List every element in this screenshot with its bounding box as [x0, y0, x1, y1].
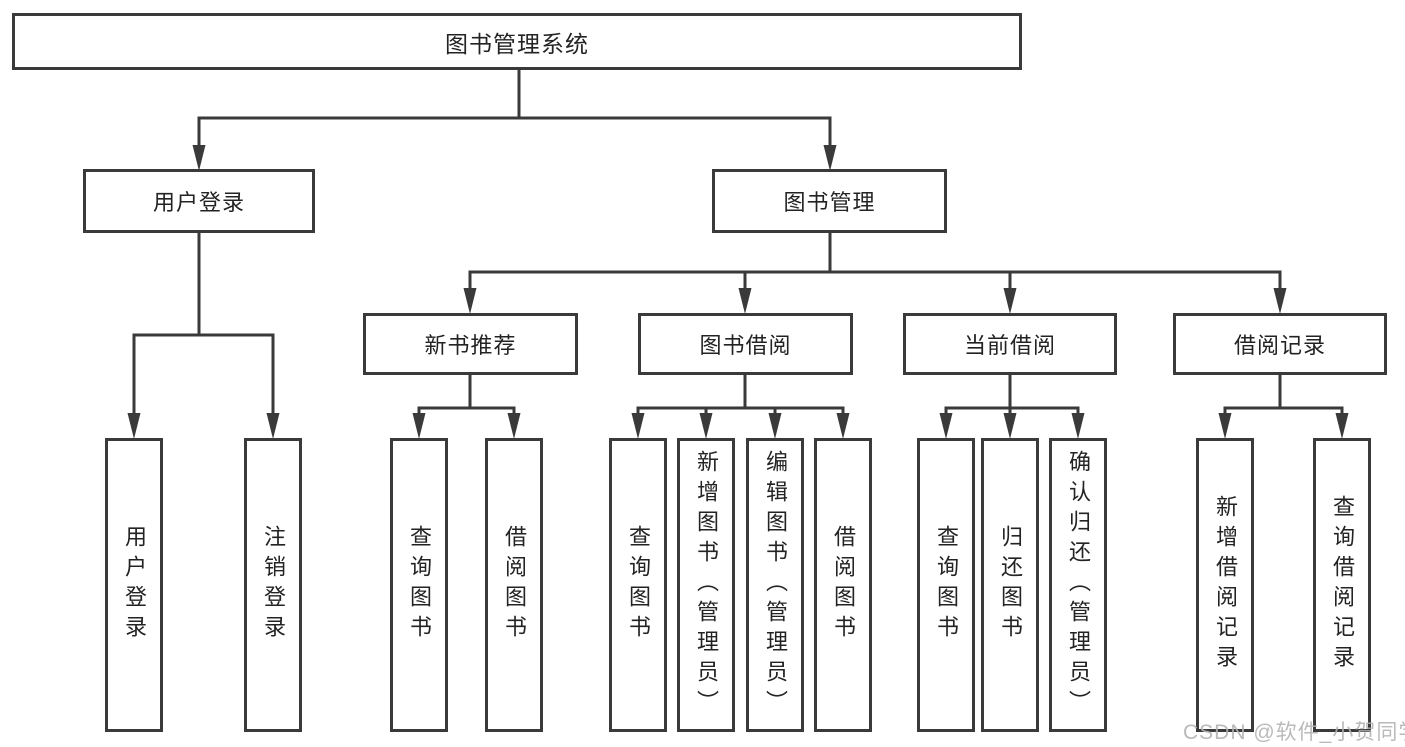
leaf-query-books-1: 查询图书 [390, 438, 448, 732]
leaf-query-borrow-record: 查询借阅记录 [1313, 438, 1371, 732]
edge-new-book-to-leaves [412, 375, 521, 439]
node-library-system: 图书管理系统 [12, 13, 1022, 70]
leaf-return-books: 归还图书 [981, 438, 1039, 732]
edge-book-mgmt-to-level3 [463, 233, 1287, 314]
leaf-logout: 注销登录 [244, 438, 302, 732]
node-book-management: 图书管理 [712, 169, 947, 233]
csdn-watermark: CSDN @软件_小贺同学 [1183, 721, 1405, 744]
leaf-confirm-return-admin: 确认归还（管理员） [1049, 438, 1107, 732]
node-book-borrowing: 图书借阅 [638, 313, 853, 375]
edge-borrow-record-to-leaves [1218, 375, 1349, 439]
leaf-user-login: 用户登录 [105, 438, 163, 732]
node-user-login: 用户登录 [83, 169, 315, 233]
edge-current-borrow-to-leaves [939, 375, 1085, 439]
leaf-edit-books-admin: 编辑图书（管理员） [746, 438, 804, 732]
leaf-query-books-3: 查询图书 [917, 438, 975, 732]
edge-book-borrow-to-leaves [631, 375, 850, 439]
leaf-add-books-admin: 新增图书（管理员） [677, 438, 735, 732]
node-current-borrowing: 当前借阅 [903, 313, 1117, 375]
leaf-borrow-books-2: 借阅图书 [814, 438, 872, 732]
leaf-query-books-2: 查询图书 [609, 438, 667, 732]
leaf-borrow-books-1: 借阅图书 [485, 438, 543, 732]
leaf-add-borrow-record: 新增借阅记录 [1196, 438, 1254, 732]
edge-root-to-level2 [192, 70, 837, 171]
edge-user-login-to-leaves [127, 233, 280, 439]
node-borrowing-records: 借阅记录 [1173, 313, 1387, 375]
node-new-book-recommend: 新书推荐 [363, 313, 578, 375]
